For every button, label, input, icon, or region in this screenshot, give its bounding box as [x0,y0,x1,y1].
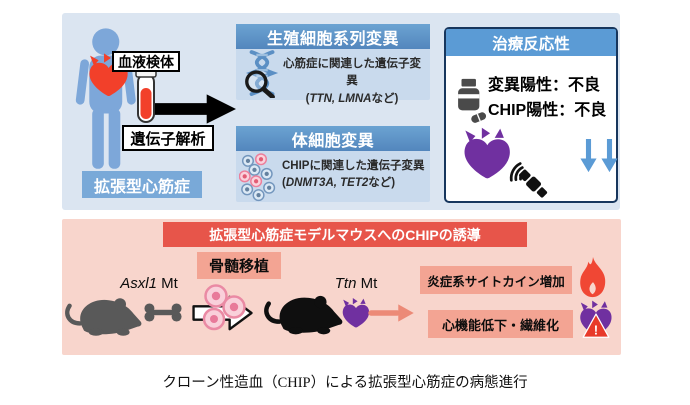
blood-tube-icon [135,70,157,123]
treatment-response-box: 治療反応性 変異陽性：不良 CHIP陽性：不良 [444,27,618,203]
stem-cell-icon [202,284,246,331]
somatic-title: 体細胞変異 [236,126,430,151]
treatment-title: 治療反応性 [446,29,616,56]
cell-cluster-icon [239,153,276,202]
result-arrow-icon [368,304,414,322]
medicine-bottle-icon [458,78,487,123]
recipient-mouse-label: Ttn Mt [334,275,378,292]
mouse-model-panel: 拡張型心筋症モデルマウスへのCHIPの誘導 骨髄移植 Asxl1 Mt Ttn … [62,219,621,355]
down-arrows-icon [580,135,597,177]
chip-positive-text: CHIP陽性：不良 [488,102,607,119]
bone-marrow-transplant-label: 骨髄移植 [197,252,281,279]
treatment-result-text: 変異陽性：不良 CHIP陽性：不良 [488,73,606,123]
heart-echo-probe-icon [464,127,548,198]
right-arrow-icon [152,94,236,124]
cardiac-dysfunction-box: 心機能低下・繊維化 [428,310,573,338]
donor-mouse-label: Asxl1 Mt [120,275,178,292]
down-arrows-icon [601,135,618,177]
figure-caption: クローン性造血（CHIP）による拡張型心筋症の病態進行 [162,375,528,391]
germline-title: 生殖細胞系列変異 [236,24,430,49]
svg-text:!: ! [594,323,598,338]
mouse-icon [64,287,144,339]
blood-sample-label: 血液検体 [112,51,180,72]
somatic-description: CHIPに関連した遺伝子変異 (DNMT3A, TET2など) [282,160,425,190]
mutation-positive-text: 変異陽性：不良 [488,77,601,94]
disease-label: 拡張型心筋症 [82,171,202,198]
flame-icon [580,257,606,298]
inflammatory-cytokine-box: 炎症系サイトカイン増加 [420,266,572,294]
heart-alert-icon: ! [580,300,612,338]
model-mouse-banner: 拡張型心筋症モデルマウスへのCHIPの誘導 [163,222,527,247]
germline-mutation-box: 生殖細胞系列変異 心筋症 [236,24,430,105]
germline-description: 心筋症に関連した遺伝子変異 (TTN, LMNAなど) [283,58,421,105]
dna-magnifier-icon [245,50,279,98]
bone-icon [144,303,182,322]
somatic-mutation-box: 体細胞変異 CHIPに関連した遺伝 [236,126,430,202]
gene-analysis-label: 遺伝子解析 [122,125,214,151]
clinical-panel: 血液検体 遺伝子解析 拡張型心筋症 生殖細胞系列変異 [62,13,620,210]
